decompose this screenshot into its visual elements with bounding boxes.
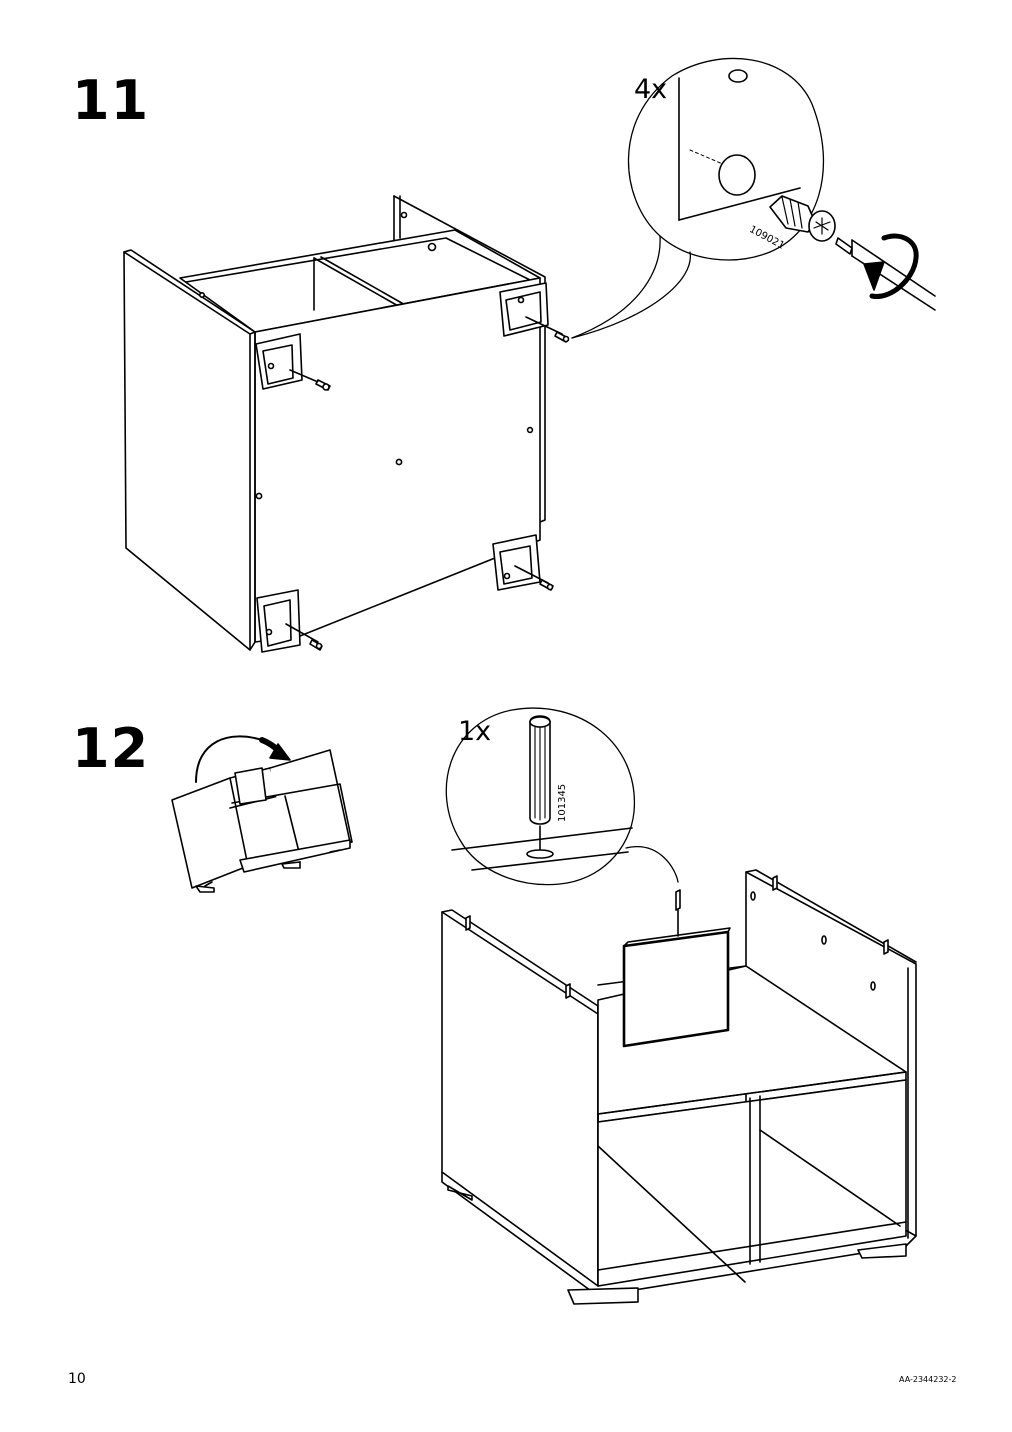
page-number: 10 [68, 1371, 86, 1387]
step-number-12: 12 [72, 717, 150, 780]
clockwise-arrow-icon [872, 236, 916, 296]
document-id: AA-2344232-2 [899, 1375, 957, 1384]
step12-unit-illustration [442, 870, 916, 1304]
step11-cabinet-illustration [124, 196, 569, 652]
step-number-11: 11 [72, 69, 150, 132]
step12-flip-illustration [172, 736, 352, 892]
screw-quantity-label: 4x [634, 74, 668, 105]
step12-detail-callout [446, 708, 678, 885]
dowel-quantity-label: 1x [458, 716, 492, 747]
step11-detail-callout [572, 58, 935, 338]
flip-arrow-icon [196, 736, 262, 782]
